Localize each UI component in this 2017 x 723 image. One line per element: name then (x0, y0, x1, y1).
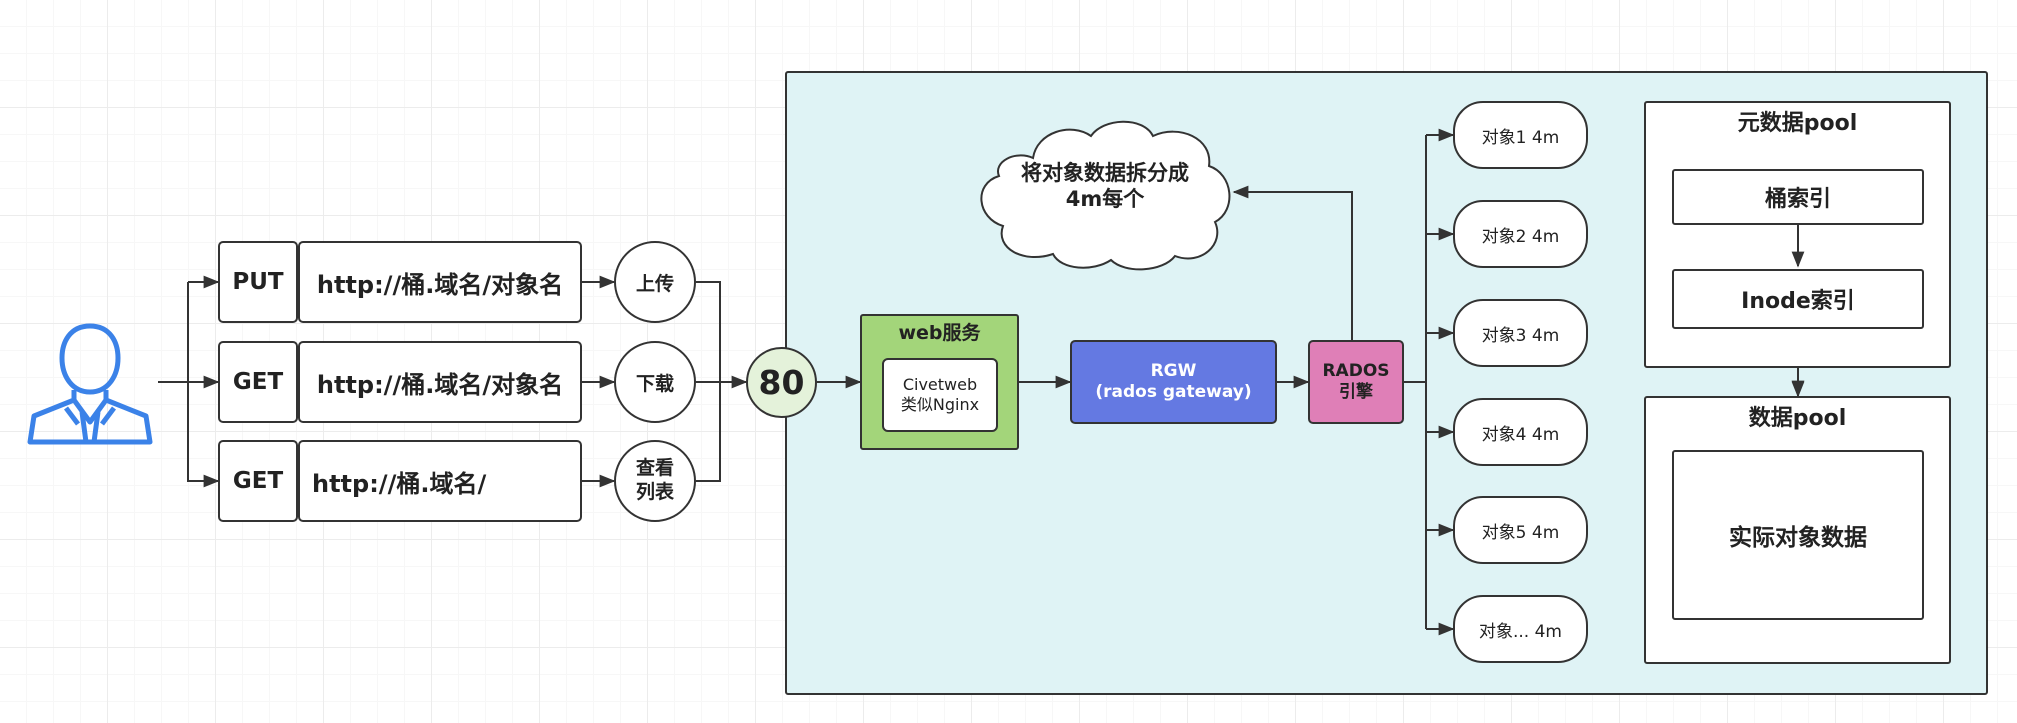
arrow-to-get-list (187, 382, 220, 488)
rados-engine-box: RADOS 引擎 (1308, 340, 1404, 424)
url-download: http://桶.域名/对象名 (298, 341, 582, 423)
web-service-title: web服务 (898, 322, 981, 344)
url-list: http://桶.域名/ (298, 440, 582, 522)
web-service-box: web服务 Civetweb 类似Nginx (860, 314, 1019, 450)
user-icon (27, 323, 153, 445)
cloud-shape (980, 120, 1231, 271)
data-pool-title: 数据pool (1748, 406, 1847, 431)
object-2: 对象2 4m (1453, 200, 1588, 268)
object-5: 对象5 4m (1453, 496, 1588, 564)
method-get-download: GET (218, 341, 298, 423)
actual-object-data-box: 实际对象数据 (1672, 450, 1924, 620)
action-list: 查看 列表 (614, 440, 696, 522)
object-1: 对象1 4m (1453, 101, 1588, 169)
object-4: 对象4 4m (1453, 398, 1588, 466)
inode-index-box: Inode索引 (1672, 269, 1924, 329)
method-get-list: GET (218, 440, 298, 522)
rgw-box: RGW (rados gateway) (1070, 340, 1277, 424)
object-3: 对象3 4m (1453, 299, 1588, 367)
line-actions-merge (696, 281, 746, 482)
action-download: 下载 (614, 341, 696, 423)
arrow-to-put (187, 282, 218, 382)
civetweb-box: Civetweb 类似Nginx (882, 358, 998, 432)
object-6: 对象... 4m (1453, 595, 1588, 663)
data-pool-box: 数据pool 实际对象数据 (1644, 396, 1951, 664)
url-upload: http://桶.域名/对象名 (298, 241, 582, 323)
metadata-pool-title: 元数据pool (1737, 111, 1858, 136)
cloud-text: 将对象数据拆分成 4m每个 (1021, 161, 1189, 212)
port-80: 80 (746, 347, 817, 418)
